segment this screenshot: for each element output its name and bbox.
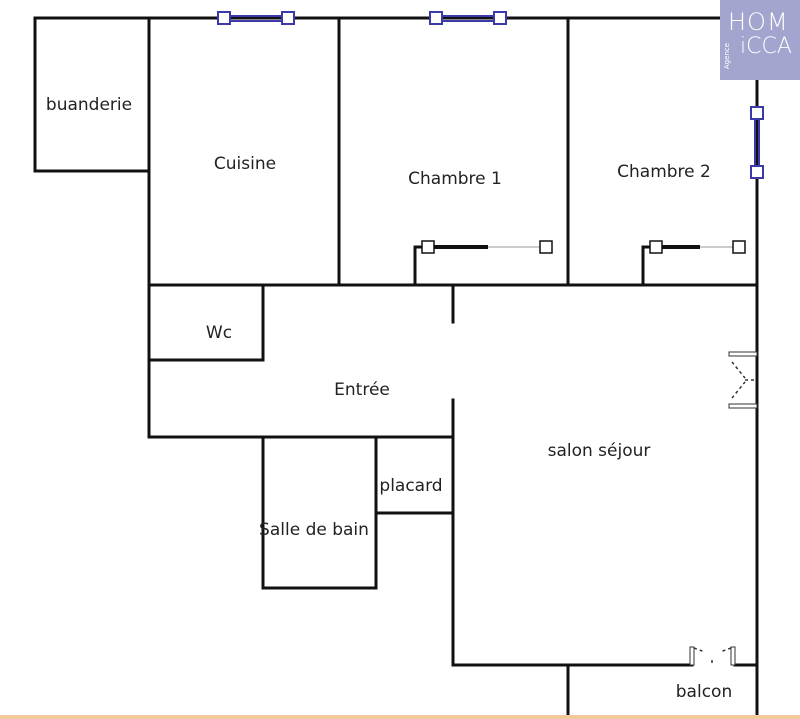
- window-chambre1: [429, 11, 507, 25]
- door-salon-right: [728, 351, 758, 409]
- door-chambre1: [421, 240, 553, 254]
- window-chambre2: [750, 106, 764, 179]
- logo-side: Agence: [723, 42, 732, 70]
- room-label-entree: Entrée: [334, 380, 390, 400]
- room-label-salle-de-bain: Salle de bain: [259, 520, 369, 540]
- bottom-border: [0, 715, 800, 719]
- room-label-chambre1: Chambre 1: [408, 169, 502, 189]
- room-label-balcon: balcon: [675, 682, 733, 702]
- agency-logo: HOM iCCA Agence: [720, 0, 800, 80]
- room-label-placard: placard: [379, 476, 443, 496]
- wall-sdb: [261, 435, 378, 590]
- logo-line1: HOM: [728, 8, 789, 36]
- room-label-buanderie: buanderie: [45, 95, 133, 115]
- logo-line2: iCCA: [740, 34, 792, 59]
- room-label-cuisine: Cuisine: [213, 154, 277, 174]
- door-balcon: [689, 646, 736, 666]
- room-label-chambre2: Chambre 2: [617, 162, 711, 182]
- door-chambre2: [649, 240, 746, 254]
- wall-wc: [147, 283, 265, 362]
- window-cuisine: [217, 11, 295, 25]
- room-label-salon: salon séjour: [547, 441, 651, 461]
- wall-buanderie: [33, 16, 151, 173]
- room-label-wc: Wc: [205, 323, 233, 343]
